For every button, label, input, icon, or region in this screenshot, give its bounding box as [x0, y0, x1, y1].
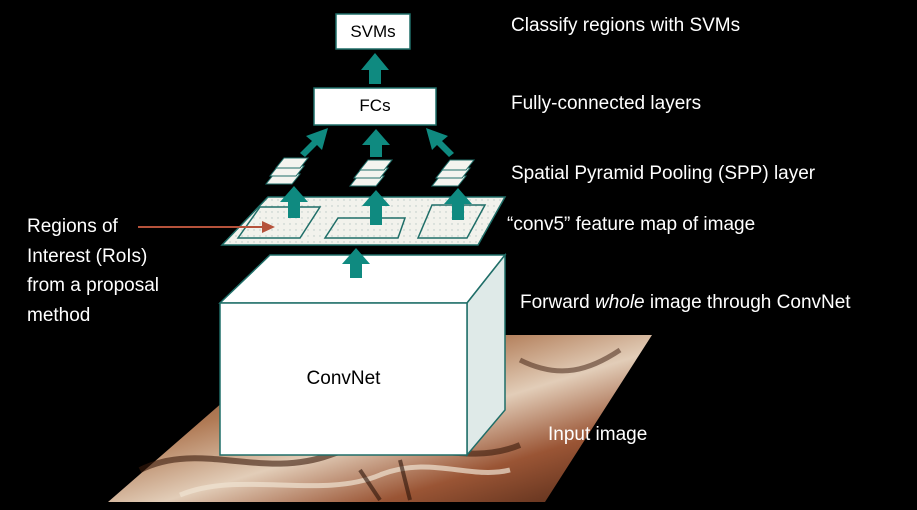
arrows — [280, 53, 472, 278]
roi-label-line-1: Regions of — [27, 216, 118, 237]
spp-stack-left — [264, 157, 310, 185]
svms-label: SVMs — [350, 22, 396, 41]
roi-label: Regions of Interest (RoIs) from a propos… — [27, 212, 159, 330]
label-forward: Forward whole image through ConvNet — [520, 291, 851, 314]
roi-rect-middle — [323, 217, 407, 239]
label-classify: Classify regions with SVMs — [511, 15, 741, 36]
label-fully-connected: Fully-connected layers — [511, 93, 702, 114]
label-forward-emphasis: whole — [594, 292, 645, 313]
convnet-label: ConvNet — [306, 368, 381, 389]
arrow-convnet-to-conv5 — [342, 248, 370, 278]
arrow-roi-right-up — [444, 188, 472, 220]
roi-rect-right — [416, 204, 487, 239]
label-conv5: “conv5” feature map of image — [507, 214, 756, 235]
arrow-roi-middle-up — [362, 190, 390, 225]
arrow-spp-right-to-fc — [426, 128, 454, 157]
roi-label-line-3: from a proposal — [27, 275, 160, 296]
spp-stacks — [264, 157, 476, 187]
roi-label-line-4: method — [27, 304, 91, 326]
arrow-fc-to-svm — [361, 53, 389, 84]
arrow-roi-left-up — [280, 186, 308, 218]
label-forward-post: image through ConvNet — [644, 292, 851, 313]
roi-pointer-arrowhead — [262, 221, 275, 233]
label-spp: Spatial Pyramid Pooling (SPP) layer — [511, 163, 816, 184]
roi-label-line-2: Interest (RoIs) — [27, 245, 148, 267]
label-forward-pre: Forward — [520, 292, 595, 313]
fcs-label: FCs — [359, 96, 391, 115]
fcs-box — [313, 87, 437, 126]
arrow-spp-middle-to-fc — [362, 129, 390, 157]
spp-stack-right — [430, 159, 476, 187]
label-input-image: Input image — [548, 424, 648, 445]
convnet-box — [218, 252, 507, 458]
spp-stack-middle — [348, 159, 394, 187]
arrow-spp-left-to-fc — [300, 128, 328, 157]
svms-box — [335, 13, 411, 50]
